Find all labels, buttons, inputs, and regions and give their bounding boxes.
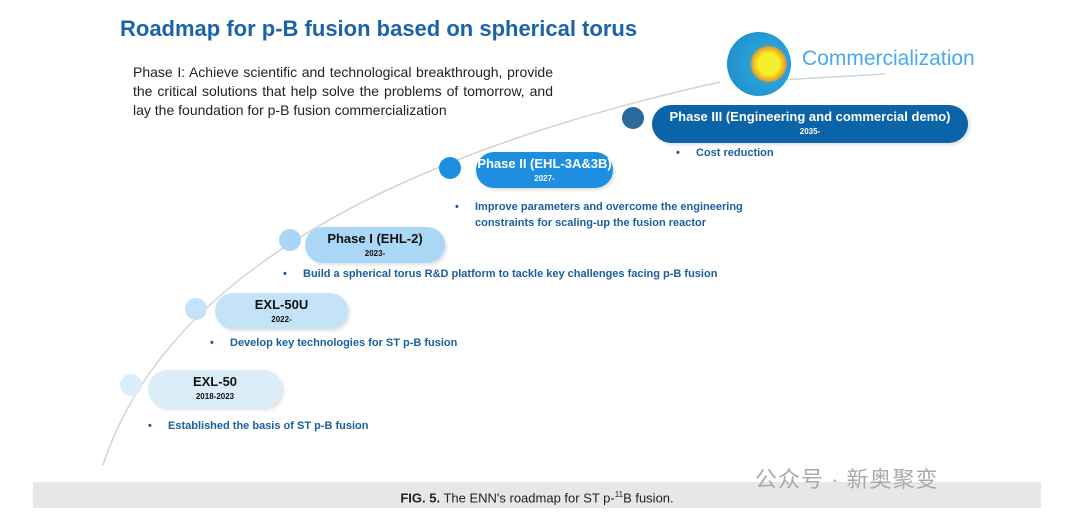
stage-bullet: •Cost reduction: [676, 147, 774, 159]
commercialization-label: Commercialization: [802, 47, 975, 70]
milestone-dot: [439, 157, 461, 179]
milestone-dot: [279, 229, 301, 251]
stage-bullet: •Established the basis of ST p-B fusion: [148, 420, 369, 432]
intro-text: Phase I: Achieve scientific and technolo…: [133, 64, 553, 118]
stage-bullet: •Improve parameters and overcome the eng…: [455, 201, 743, 229]
page-title: Roadmap for p-B fusion based on spherica…: [120, 16, 638, 41]
stage-bullet: •Build a spherical torus R&D platform to…: [283, 268, 718, 280]
spherical-torus-icon: [727, 32, 791, 96]
stage-phase3: Phase III (Engineering and commercial de…: [652, 105, 968, 143]
stage-bullet: •Develop key technologies for ST p-B fus…: [210, 337, 458, 349]
milestone-dot: [120, 374, 142, 396]
milestone-dot: [622, 107, 644, 129]
stage-phase2: Phase II (EHL-3A&3B)2027-: [476, 152, 613, 188]
milestone-dot: [185, 298, 207, 320]
figure-caption: FIG. 5. The ENN's roadmap for ST p-11B f…: [33, 482, 1041, 508]
watermark: 公众号 · 新奥聚变: [755, 467, 939, 492]
stage-phase1: Phase I (EHL-2)2023-: [305, 227, 445, 263]
